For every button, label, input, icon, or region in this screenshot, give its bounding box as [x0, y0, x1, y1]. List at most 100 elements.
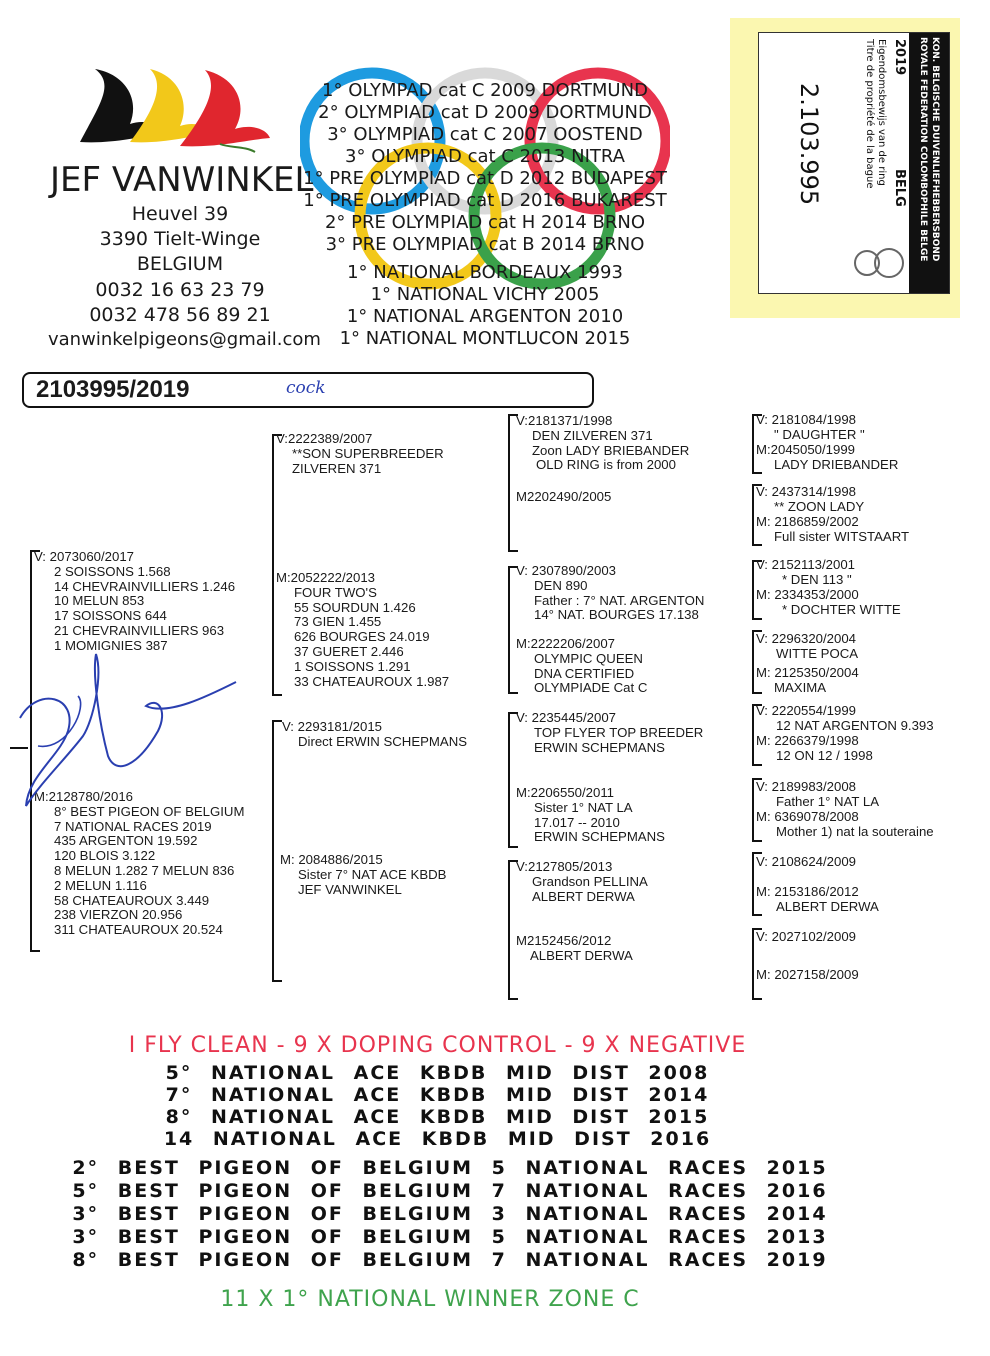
- entry-line: 55 SOURDUN 1.426: [294, 599, 416, 615]
- entry-ring: 2125350/2004: [774, 665, 859, 680]
- entry-line: * DOCHTER WITTE: [782, 601, 901, 617]
- entry-ring: 2152456/2012: [527, 933, 612, 948]
- entry-line: WITTE POCA: [776, 645, 859, 661]
- yellow-dove-icon: [130, 69, 212, 143]
- ring-card-line2: ROYALE FEDERATION COLOMBOPHILE BELGE: [918, 37, 928, 261]
- entry-ring: 2045050/1999: [770, 442, 855, 457]
- entry-line: Grandson PELLINA: [532, 873, 648, 889]
- ring-certificate-graphic: KON. BELGISCHE DUIVENLIEFHEBBERSBOND ROY…: [795, 33, 949, 293]
- black-ring-icon: [411, 67, 559, 215]
- title-line: 1° PRE OLYMPIAD cat D 2016 BUKAREST: [303, 190, 667, 211]
- entry-label: V:: [756, 854, 768, 869]
- entry-ring: 2334353/2000: [774, 587, 859, 602]
- bracket-gen1: [30, 550, 40, 952]
- entry-label: M:: [280, 852, 295, 867]
- entry-ring: 2222206/2007: [530, 636, 615, 651]
- ring-card-label1: Eigendomsbewijs van de ring: [876, 39, 887, 186]
- entry-ring: 2027102/2009: [771, 929, 856, 944]
- bracket-gen4-3: [752, 560, 762, 620]
- bracket-gen3-2: [508, 566, 518, 694]
- best-pigeon-line: 3° BEST PIGEON OF BELGIUM 5 NATIONAL RAC…: [72, 1226, 828, 1248]
- entry-line: ** ZOON LADY: [774, 498, 865, 514]
- best-pigeon-line: 3° BEST PIGEON OF BELGIUM 3 NATIONAL RAC…: [72, 1203, 828, 1225]
- entry-label: M:: [756, 733, 771, 748]
- entry-line: 14 CHEVRAINVILLIERS 1.246: [54, 578, 236, 594]
- entry-line: 10 MELUN 853: [54, 593, 145, 609]
- entry-ring: 2222389/2007: [287, 431, 373, 446]
- entry-label: M: [516, 489, 527, 504]
- entry-line: Father 1° NAT LA: [776, 793, 880, 809]
- title-line: 2° OLYMPIAD cat D 2009 DORTMUND: [318, 102, 652, 123]
- pedigree-gen4-1: V: 2181084/1998 " DAUGHTER ": [756, 412, 865, 443]
- breeder-name: JEF VANWINKEL: [50, 160, 314, 200]
- entry-line: 12 NAT ARGENTON 9.393: [776, 717, 934, 733]
- ace-line: 14 NATIONAL ACE KBDB MID DIST 2016: [163, 1128, 712, 1150]
- entry-line: OLD RING is from 2000: [536, 457, 676, 473]
- title-line: 1° OLYMPAD cat C 2009 DORTMUND: [322, 80, 648, 101]
- entry-label: V:: [756, 703, 768, 718]
- entry-ring: 2084886/2015: [298, 852, 383, 867]
- ring-card-year: 2019: [892, 39, 907, 75]
- entry-line: 12 ON 12 / 1998: [776, 747, 873, 763]
- doves-logo: [80, 69, 270, 153]
- pedigree-gen4-13: V: 2108624/2009: [756, 854, 856, 870]
- entry-label: V:: [516, 859, 528, 874]
- entry-ring: 2181371/1998: [527, 413, 613, 428]
- entry-label: M:: [756, 967, 771, 982]
- red-dove-icon: [180, 70, 270, 147]
- entry-line: 58 CHATEAUROUX 3.449: [54, 892, 210, 908]
- entry-ring: 2152113/2001: [771, 557, 856, 572]
- entry-line: 7 NATIONAL RACES 2019: [54, 818, 212, 834]
- entry-label: V:: [756, 557, 768, 572]
- ring-card-number: 2.103.995: [795, 83, 823, 205]
- entry-ring: 2128780/2016: [48, 789, 133, 804]
- entry-line: Sister 1° NAT LA: [534, 799, 633, 815]
- pedigree-gen3-8: M2152456/2012 ALBERT DERWA: [516, 933, 633, 964]
- pedigree-gen4-3: V: 2437314/1998 ** ZOON LADY: [756, 484, 865, 515]
- entry-line: OLYMPIADE Cat C: [534, 680, 648, 696]
- breeder-email: vanwinkelpigeons@gmail.com: [48, 329, 321, 350]
- pedigree-gen4-7: V: 2296320/2004 WITTE POCA: [756, 631, 859, 662]
- entry-label: V:: [756, 779, 768, 794]
- ring-card-line1: KON. BELGISCHE DUIVENLIEFHEBBERSBOND: [930, 37, 940, 261]
- entry-label: V:: [516, 413, 528, 428]
- ring-certificate-inner: KON. BELGISCHE DUIVENLIEFHEBBERSBOND ROY…: [758, 32, 950, 294]
- ring-card-seal-icon: [854, 250, 880, 276]
- best-pigeon-line: 8° BEST PIGEON OF BELGIUM 7 NATIONAL RAC…: [72, 1249, 828, 1271]
- entry-line: 21 CHEVRAINVILLIERS 963: [54, 622, 225, 638]
- entry-label: M:: [756, 514, 771, 529]
- title-line: 3° OLYMPIAD cat C 2013 NITRA: [345, 146, 625, 167]
- entry-line: 37 GUERET 2.446: [294, 643, 404, 659]
- ring-card-label2: Titre de propriété de la bague: [864, 38, 876, 188]
- entry-label: V:: [516, 563, 528, 578]
- ace-line: 8° NATIONAL ACE KBDB MID DIST 2015: [165, 1106, 710, 1128]
- pedigree-gen4-4: M: 2186859/2002 Full sister WITSTAART: [756, 514, 909, 545]
- entry-line: OLYMPIC QUEEN: [534, 650, 643, 666]
- entry-line: Sister 7° NAT ACE KBDB: [298, 866, 447, 882]
- yellow-ring-icon: [354, 142, 502, 290]
- bracket-gen4-7: [752, 852, 762, 916]
- entry-line: 33 CHATEAUROUX 1.987: [294, 673, 450, 689]
- entry-label: M:: [756, 884, 771, 899]
- entry-ring: 2206550/2011: [530, 785, 615, 800]
- entry-line: 435 ARGENTON 19.592: [54, 833, 198, 849]
- entry-line: " DAUGHTER ": [774, 426, 865, 442]
- bracket-gen2-top: [272, 434, 282, 696]
- bracket-gen3-4: [508, 860, 518, 1000]
- entry-line: DEN 890: [534, 577, 588, 593]
- pedigree-gen4-15: V: 2027102/2009: [756, 929, 856, 945]
- entry-ring: 2220554/1999: [771, 703, 856, 718]
- best-pigeon-line: 2° BEST PIGEON OF BELGIUM 5 NATIONAL RAC…: [72, 1157, 828, 1179]
- entry-line: 8 MELUN 1.282 7 MELUN 836: [54, 862, 235, 878]
- entry-line: Zoon LADY BRIEBANDER: [532, 442, 690, 458]
- entry-label: V:: [34, 549, 46, 564]
- entry-line: ERWIN SCHEPMANS: [534, 739, 665, 755]
- entry-line: * DEN 113 ": [782, 571, 852, 587]
- subject-connector: [10, 747, 28, 749]
- entry-line: ALBERT DERWA: [530, 947, 633, 963]
